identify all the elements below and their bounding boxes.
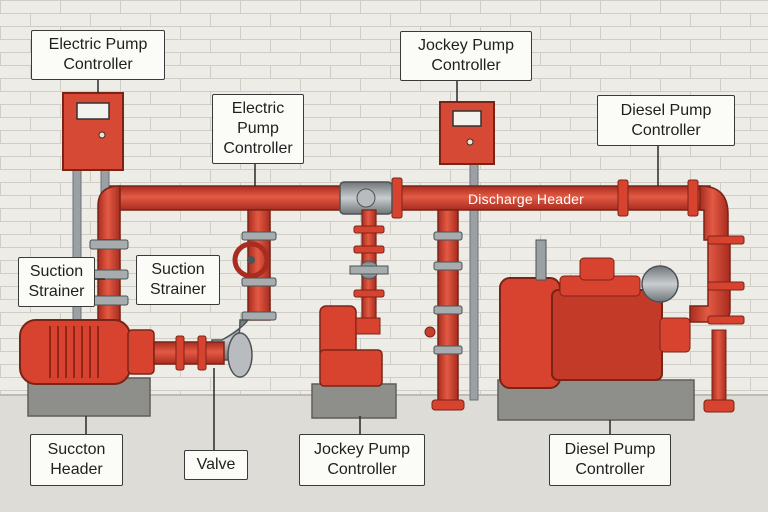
jockey-pump-controller-panel <box>439 101 495 165</box>
electric-pump-controller-panel <box>62 92 124 171</box>
center-riser <box>424 209 465 411</box>
label-diesel-pump-controller-bottom: Diesel Pump Controller <box>549 434 671 486</box>
label-suction-strainer-right: Suction Strainer <box>136 255 220 305</box>
label-electric-pump-controller-top: Electric Pump Controller <box>31 30 165 80</box>
label-jockey-pump-controller-top: Jockey Pump Controller <box>400 31 532 81</box>
diesel-fire-pump <box>497 235 745 421</box>
leader-lines <box>85 80 659 450</box>
valve-riser <box>211 209 277 378</box>
label-suction-header: Succton Header <box>30 434 123 486</box>
label-diesel-pump-controller-top: Diesel Pump Controller <box>597 95 735 146</box>
discharge-header-pipe <box>97 177 729 241</box>
label-valve: Valve <box>184 450 248 480</box>
label-electric-pump-controller-mid: Electric Pump Controller <box>212 94 304 164</box>
label-discharge-header: Discharge Header <box>468 191 585 207</box>
electric-fire-pump <box>19 319 225 417</box>
label-jockey-pump-controller-bottom: Jockey Pump Controller <box>299 434 425 486</box>
jockey-pump <box>311 209 397 419</box>
label-suction-strainer-left: Suction Strainer <box>18 257 95 307</box>
